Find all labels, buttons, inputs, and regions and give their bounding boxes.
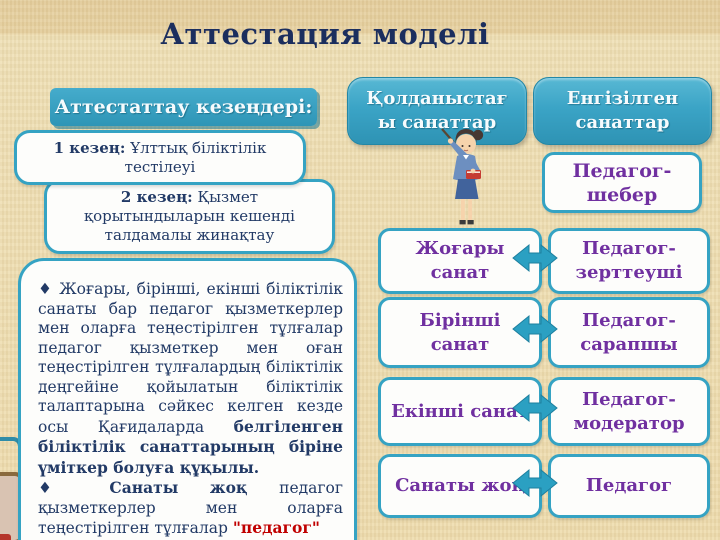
diamond-bullet-icon: ♦ (38, 280, 60, 298)
double-arrow-icon (512, 468, 558, 498)
diamond-bullet-icon: ♦ (38, 479, 110, 497)
category-box-pedagog-sheber: Педагог- шебер (542, 152, 702, 213)
stage-2-text: 2 кезең: Қызмет қорытындыларын кешенді т… (84, 188, 295, 244)
info-paragraph-1: ♦ Жоғары, бірінші, екінші біліктілік сан… (38, 280, 343, 477)
stage-1-label: 1 кезең: (53, 138, 126, 157)
double-arrow-icon (512, 314, 558, 344)
stage-1-text: 1 кезең: Ұлттық біліктілік тестілеуі (53, 138, 267, 176)
category-box-pedagog-zertteushi: Педагог- зерттеуші (548, 228, 710, 294)
stage-2-box: 2 кезең: Қызмет қорытындыларын кешенді т… (44, 179, 335, 254)
qualification-info-box: ♦ Жоғары, бірінші, екінші біліктілік сан… (18, 258, 357, 540)
category-box-sanaty-zhok: Санаты жоқ (378, 454, 542, 518)
double-arrow-icon (512, 243, 558, 273)
category-box-ekinshi-sanat: Екінші санат (378, 377, 542, 446)
category-box-pedagog-sarapshy: Педагог- сарапшы (548, 297, 710, 368)
book-spine-icon (0, 534, 11, 540)
attestation-stages-header: Аттестаттау кезеңдері: (50, 88, 317, 126)
category-box-pedagog: Педагог (548, 454, 710, 518)
double-arrow-icon (512, 393, 558, 423)
info-paragraph-2: ♦ Санаты жоқ педагог қызметкерлер мен ол… (38, 478, 343, 537)
stage-1-box: 1 кезең: Ұлттық біліктілік тестілеуі (14, 130, 306, 185)
category-box-pedagog-moderator: Педагог- модератор (548, 377, 710, 446)
stage-2-label: 2 кезең: (120, 188, 193, 206)
introduced-categories-header: Енгізілген санаттар (533, 77, 712, 145)
teacher-illustration (441, 128, 484, 225)
category-box-zhogary-sanat: Жоғары санат (378, 228, 542, 294)
category-box-birinshi-sanat: Бірінші санат (378, 297, 542, 368)
slide-title: Аттестация моделі (160, 17, 490, 51)
current-categories-header: Қолданыстағ ы санаттар (347, 77, 527, 145)
